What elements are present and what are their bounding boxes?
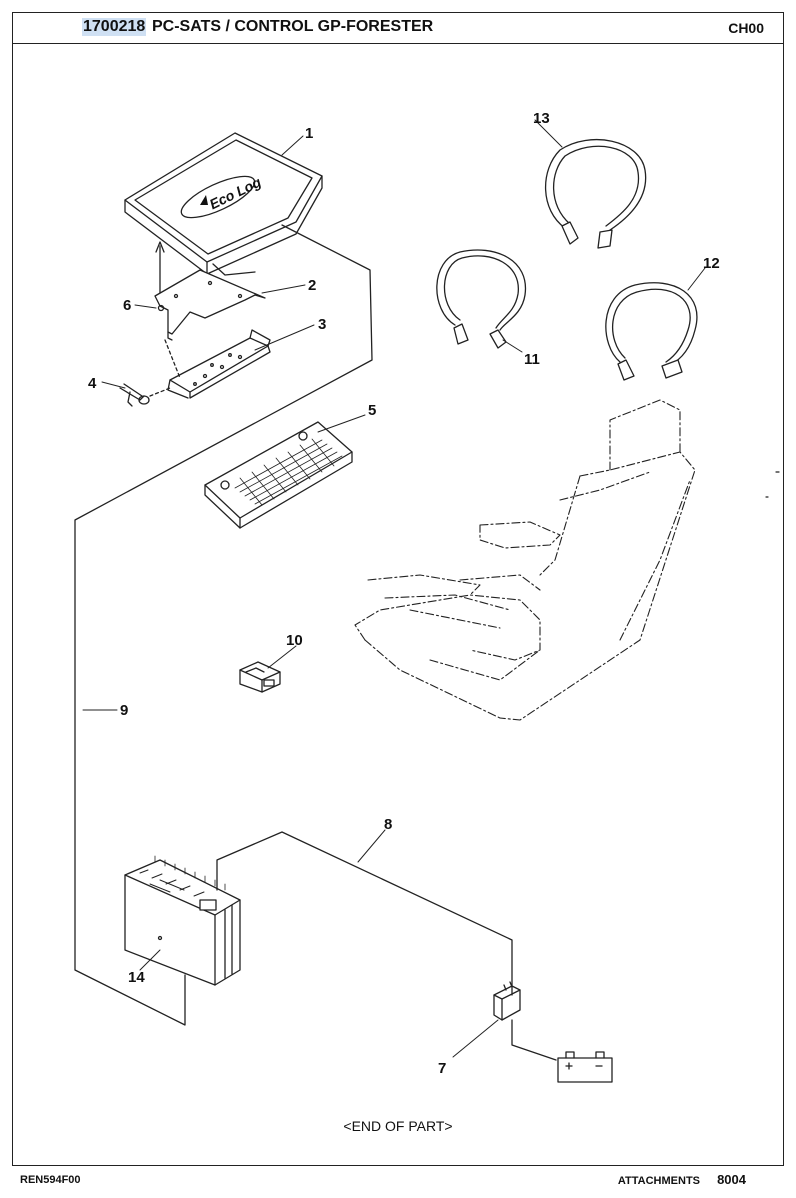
callout-12: 12	[703, 255, 720, 272]
footer-section: ATTACHMENTS 8004	[618, 1172, 746, 1187]
assembly-line	[164, 339, 181, 379]
callout-1: 1	[305, 125, 313, 142]
callout-6: 6	[123, 297, 131, 314]
keyboard	[204, 421, 353, 529]
page-frame	[12, 12, 784, 1166]
footer-section-label: ATTACHMENTS	[617, 1175, 701, 1187]
bolt-assembly-line	[149, 387, 171, 397]
chapter-code: CH00	[728, 20, 764, 36]
part-number: 1700218	[82, 18, 147, 36]
switch	[239, 661, 281, 693]
cable-13	[544, 138, 647, 249]
callout-2: 2	[308, 277, 316, 294]
margin-marks	[765, 471, 780, 498]
callout-10: 10	[286, 632, 303, 649]
footer-reference: REN594F00	[20, 1174, 81, 1186]
page-number: 8004	[717, 1172, 746, 1187]
callout-14: 14	[128, 969, 145, 986]
arrow-head	[155, 241, 165, 253]
mounting-screw	[157, 304, 165, 312]
callout-3: 3	[318, 316, 326, 333]
battery	[557, 1051, 613, 1083]
wiring	[74, 224, 557, 1061]
callout-4: 4	[88, 375, 97, 392]
cable-12	[605, 282, 698, 381]
callout-13: 13	[533, 110, 550, 127]
leader-lines	[82, 119, 706, 1058]
callout-11: 11	[524, 351, 540, 368]
operator-seat	[354, 399, 696, 721]
callout-5: 5	[368, 402, 376, 419]
relay	[493, 981, 521, 1021]
callouts: 1 2 3 4 5 6 7 8 9 10 11 12 13 14	[88, 110, 720, 1077]
cable-11	[436, 249, 527, 349]
page-header: 1700218 PC-SATS / CONTROL GP-FORESTER CH…	[12, 12, 784, 44]
callout-9: 9	[120, 702, 128, 719]
page-title: PC-SATS / CONTROL GP-FORESTER	[152, 18, 434, 35]
bolt	[119, 383, 150, 407]
upper-bracket	[154, 269, 266, 341]
callout-7: 7	[438, 1060, 446, 1077]
control-unit	[124, 855, 241, 986]
lower-bracket	[167, 329, 271, 399]
display-monitor: Eco Log	[124, 132, 323, 276]
callout-8: 8	[384, 816, 392, 833]
end-of-part-marker: <END OF PART>	[343, 1118, 453, 1134]
